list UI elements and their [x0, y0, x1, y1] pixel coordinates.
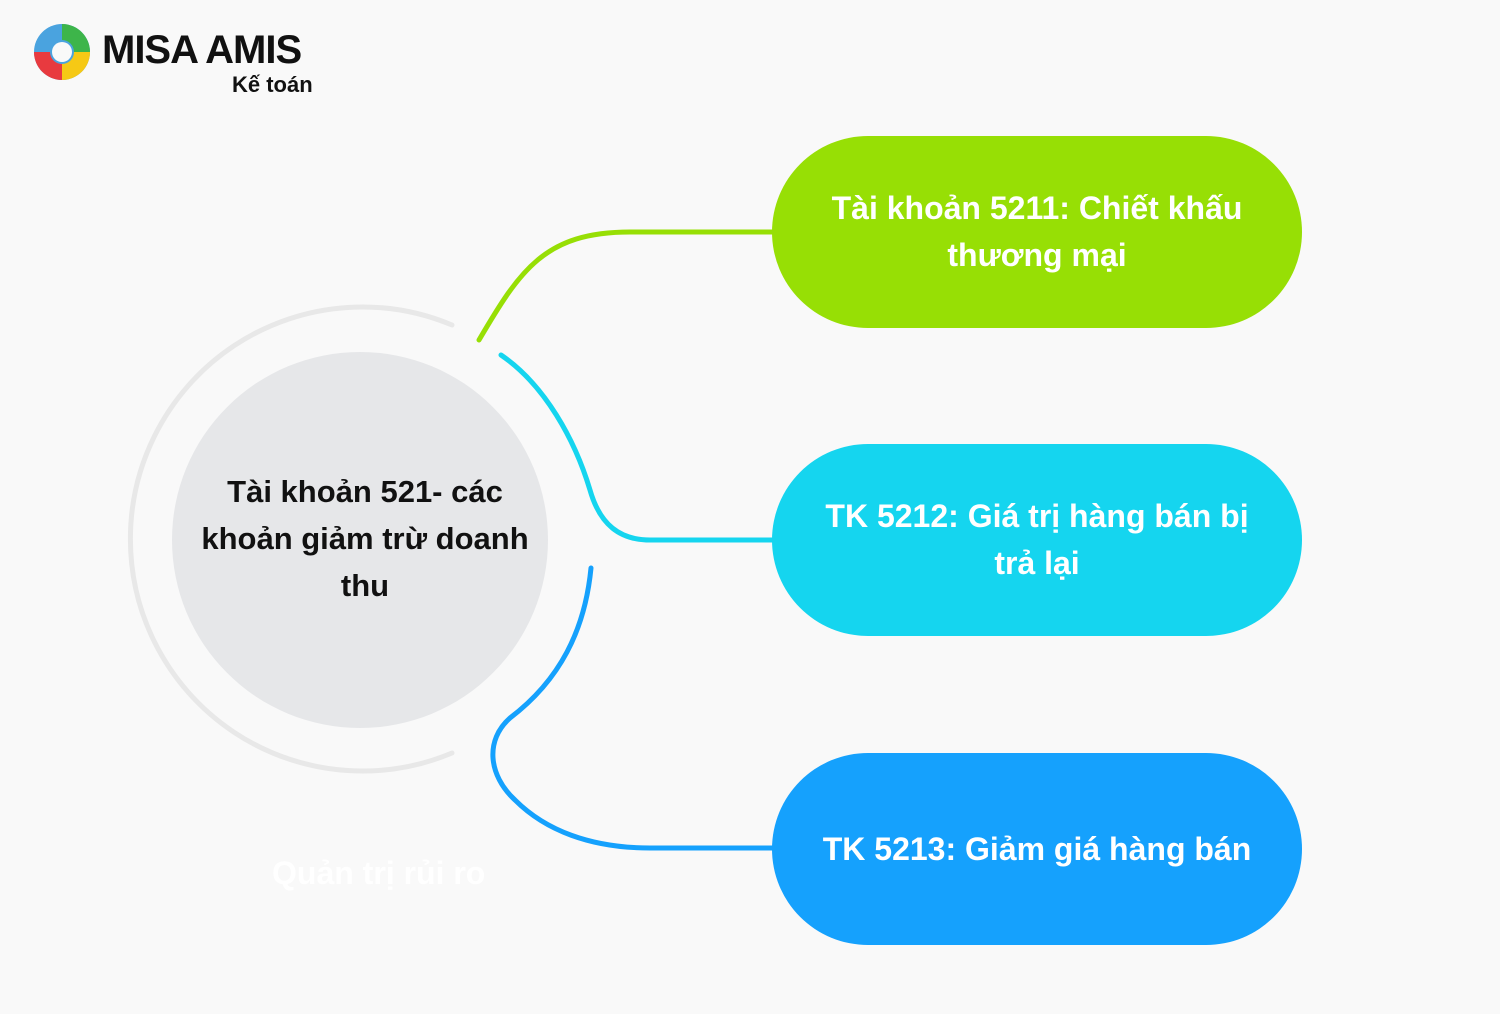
logo-brand: MISA AMIS	[102, 28, 302, 72]
connector-3	[490, 565, 778, 851]
branch-5213: TK 5213: Giảm giá hàng bán	[772, 753, 1302, 945]
branch-5212: TK 5212: Giá trị hàng bán bị trả lại	[772, 444, 1302, 636]
connector-2	[498, 352, 778, 543]
logo-product: Kế toán	[232, 72, 313, 97]
watermark-text: Quản trị rủi ro	[272, 855, 486, 891]
center-node-label: Tài khoản 521- các khoản giảm trừ doanh …	[201, 474, 529, 603]
branch-5211: Tài khoản 5211: Chiết khấu thương mại	[772, 136, 1302, 328]
connector-1	[476, 229, 778, 343]
logo-mark-icon	[34, 24, 90, 80]
center-circle	[172, 352, 548, 728]
outer-ring-arc	[127, 304, 455, 774]
